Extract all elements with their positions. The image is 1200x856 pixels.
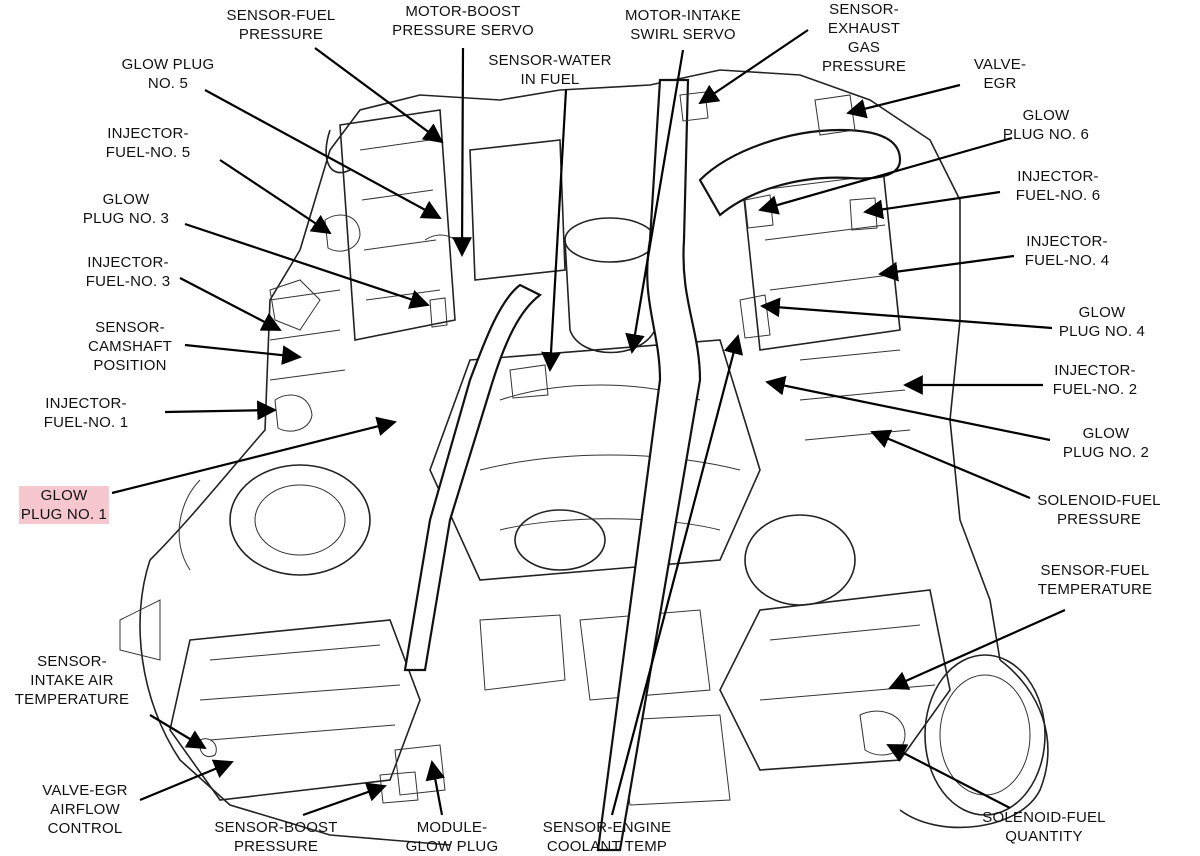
label-injector-fuel-no-2: INJECTOR- FUEL-NO. 2 <box>1052 362 1138 398</box>
label-glow-plug-no-5: GLOW PLUG NO. 5 <box>121 56 215 92</box>
label-injector-fuel-no-5: INJECTOR- FUEL-NO. 5 <box>105 125 191 161</box>
label-motor-intake-swirl-servo: MOTOR-INTAKE SWIRL SERVO <box>624 7 742 43</box>
label-sensor-fuel-pressure: SENSOR-FUEL PRESSURE <box>226 7 336 43</box>
leader-injector-fuel-no-1 <box>164 400 277 421</box>
leader-solenoid-fuel-quantity <box>886 744 1011 809</box>
label-sensor-water-in-fuel: SENSOR-WATER IN FUEL <box>488 52 612 88</box>
leader-injector-fuel-no-6 <box>863 190 1001 220</box>
label-sensor-camshaft-position: SENSOR- CAMSHAFT POSITION <box>87 319 173 374</box>
engine-harness <box>199 78 906 852</box>
label-module-glow-plug: MODULE- GLOW PLUG <box>405 819 499 855</box>
leader-sensor-fuel-temperature <box>888 608 1066 690</box>
label-injector-fuel-no-1: INJECTOR- FUEL-NO. 1 <box>43 395 129 431</box>
leader-module-glow-plug <box>425 760 446 816</box>
label-sensor-fuel-temperature: SENSOR-FUEL TEMPERATURE <box>1037 562 1153 598</box>
leader-glow-plug-no-4 <box>760 297 1053 330</box>
leader-glow-plug-no-3 <box>184 222 430 309</box>
leader-glow-plug-no-5 <box>204 89 442 219</box>
leader-motor-boost-pressure-servo <box>452 47 472 257</box>
leader-valve-egr <box>846 83 961 119</box>
leader-valve-egr-airflow-control <box>139 759 234 802</box>
leader-injector-fuel-no-4 <box>878 254 1015 282</box>
label-sensor-exhaust-gas-pressure: SENSOR- EXHAUST GAS PRESSURE <box>821 1 907 75</box>
leader-sensor-engine-coolant-temp <box>610 334 744 816</box>
label-motor-boost-pressure-servo: MOTOR-BOOST PRESSURE SERVO <box>392 3 534 39</box>
leader-sensor-boost-pressure <box>302 782 387 817</box>
leader-sensor-fuel-pressure <box>314 47 444 144</box>
leader-motor-intake-swirl-servo <box>625 49 685 354</box>
label-solenoid-fuel-pressure: SOLENOID-FUEL PRESSURE <box>1037 492 1161 528</box>
label-sensor-intake-air-temperature: SENSOR- INTAKE AIR TEMPERATURE <box>14 653 130 708</box>
label-sensor-boost-pressure: SENSOR-BOOST PRESSURE <box>214 819 338 855</box>
label-sensor-engine-coolant-temp: SENSOR-ENGINE COOLANT TEMP <box>542 819 672 855</box>
label-glow-plug-no-1: GLOW PLUG NO. 1 <box>18 486 110 524</box>
leader-sensor-intake-air-temperature <box>149 714 207 750</box>
leader-injector-fuel-no-5 <box>219 159 332 235</box>
label-injector-fuel-no-4: INJECTOR- FUEL-NO. 4 <box>1024 233 1110 269</box>
leader-sensor-exhaust-gas-pressure <box>698 29 809 105</box>
leader-glow-plug-no-6 <box>758 136 1013 215</box>
label-glow-plug-no-2: GLOW PLUG NO. 2 <box>1062 425 1150 461</box>
leader-glow-plug-no-1 <box>111 416 397 495</box>
leader-solenoid-fuel-pressure <box>870 429 1031 500</box>
label-solenoid-fuel-quantity: SOLENOID-FUEL QUANTITY <box>982 809 1106 845</box>
leader-sensor-water-in-fuel <box>541 89 568 372</box>
label-valve-egr-airflow-control: VALVE-EGR AIRFLOW CONTROL <box>42 782 128 837</box>
label-injector-fuel-no-6: INJECTOR- FUEL-NO. 6 <box>1015 168 1101 204</box>
label-glow-plug-no-3: GLOW PLUG NO. 3 <box>82 191 170 227</box>
label-glow-plug-no-6: GLOW PLUG NO. 6 <box>1002 107 1090 143</box>
label-injector-fuel-no-3: INJECTOR- FUEL-NO. 3 <box>85 254 171 290</box>
leader-glow-plug-no-2 <box>765 375 1051 442</box>
leader-sensor-camshaft-position <box>184 343 302 365</box>
leader-lines <box>111 29 1066 817</box>
engine-outline <box>119 69 1049 846</box>
label-glow-plug-no-4: GLOW PLUG NO. 4 <box>1058 304 1146 340</box>
label-valve-egr: VALVE- EGR <box>973 56 1027 92</box>
leader-injector-fuel-no-3 <box>179 277 282 331</box>
